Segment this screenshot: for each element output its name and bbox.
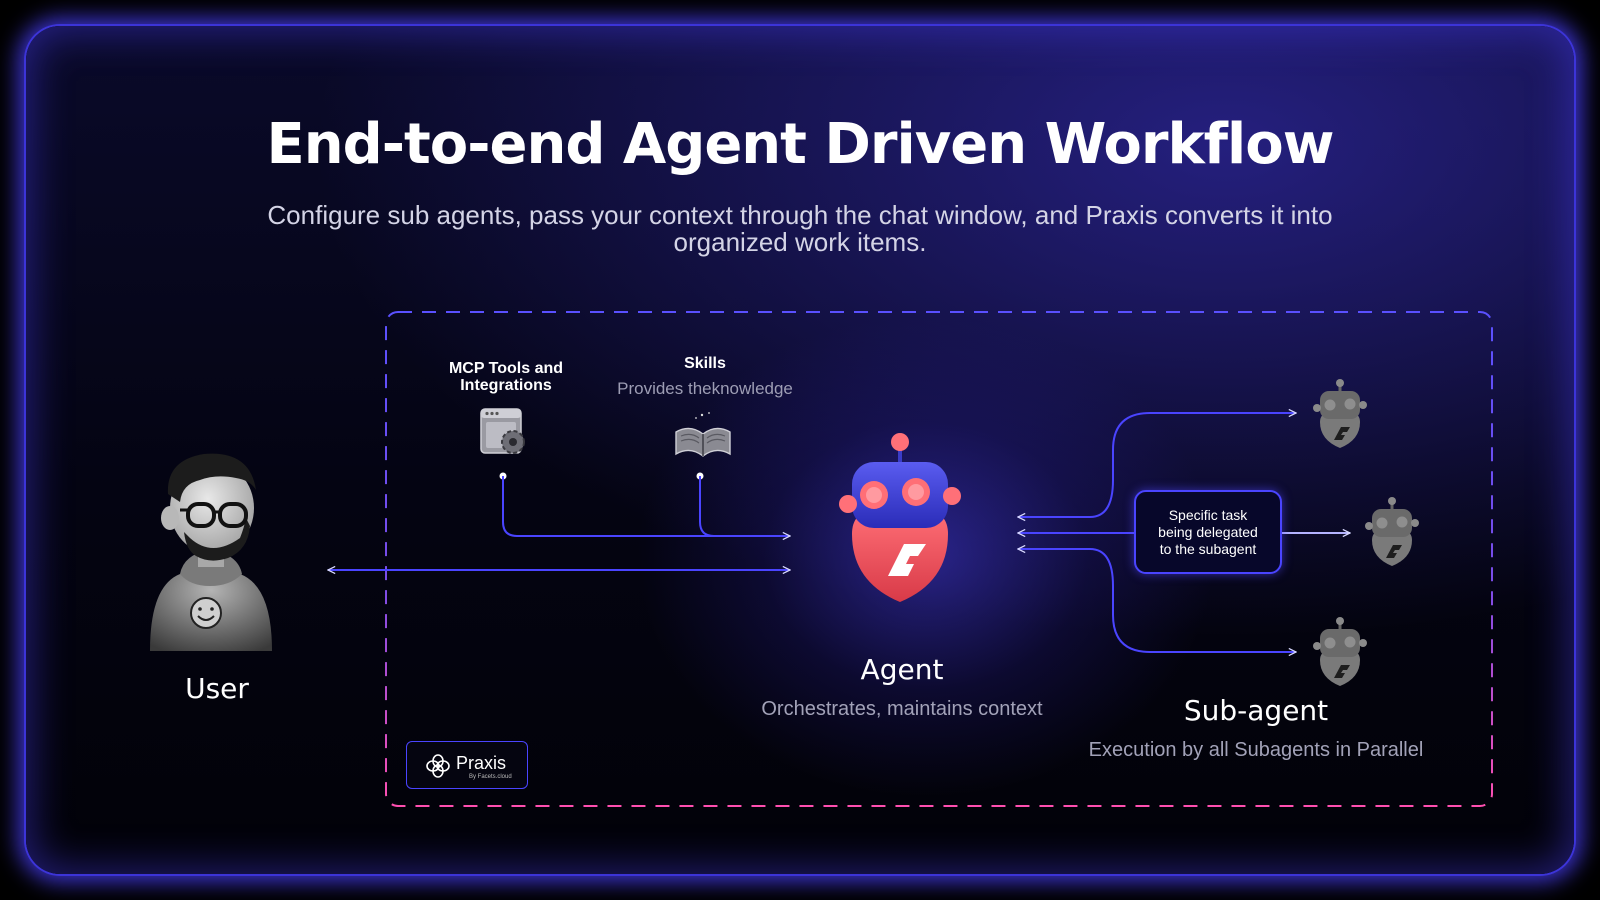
agent-description: Orchestrates, maintains context [761, 698, 1043, 720]
skills-title: Skills [684, 355, 726, 372]
agent-to-subagent-top [1018, 413, 1296, 517]
subagent-robot-icon [1313, 379, 1367, 448]
tools-title: MCP Tools and Integrations [436, 360, 576, 394]
user-avatar [150, 453, 272, 651]
agent-title: Agent [860, 653, 944, 686]
subagent-robot-icon [1365, 497, 1419, 566]
user-label: User [185, 672, 249, 705]
mcp-tools-icon [480, 408, 525, 454]
tools-title-line1: MCP Tools and [448, 360, 564, 377]
brand-name: Praxis [456, 753, 507, 773]
praxis-logo: Praxis By Facets.cloud [406, 741, 528, 789]
praxis-logo-icon [426, 754, 450, 778]
delegation-line1: Specific task [1168, 506, 1248, 523]
tools-to-agent-connector [502, 476, 790, 536]
skills-book-icon [675, 412, 731, 457]
subagent-robot-icon [1313, 617, 1367, 686]
page-subtitle: Configure sub agents, pass your context … [267, 200, 1333, 257]
skills-to-agent-connector [699, 476, 715, 537]
tools-title-line2: Integrations [460, 377, 552, 394]
subagent-title: Sub-agent [1183, 694, 1329, 727]
page-title: End-to-end Agent Driven Workflow [266, 112, 1335, 177]
delegation-line3: to the subagent [1159, 540, 1257, 557]
slide-frame [26, 26, 1574, 874]
delegation-line2: being delegated [1158, 523, 1258, 540]
subagent-description: Execution by all Subagents in Parallel [1088, 739, 1424, 761]
agent-to-subagent-bottom [1018, 549, 1296, 652]
delegation-task-box: Specific task being delegated to the sub… [1134, 490, 1282, 574]
skills-description: Provides theknowledge [617, 379, 793, 398]
brand-tagline: By Facets.cloud [469, 774, 512, 780]
agent-boundary-dashed-box [385, 311, 1493, 807]
agent-robot-icon [839, 433, 961, 602]
